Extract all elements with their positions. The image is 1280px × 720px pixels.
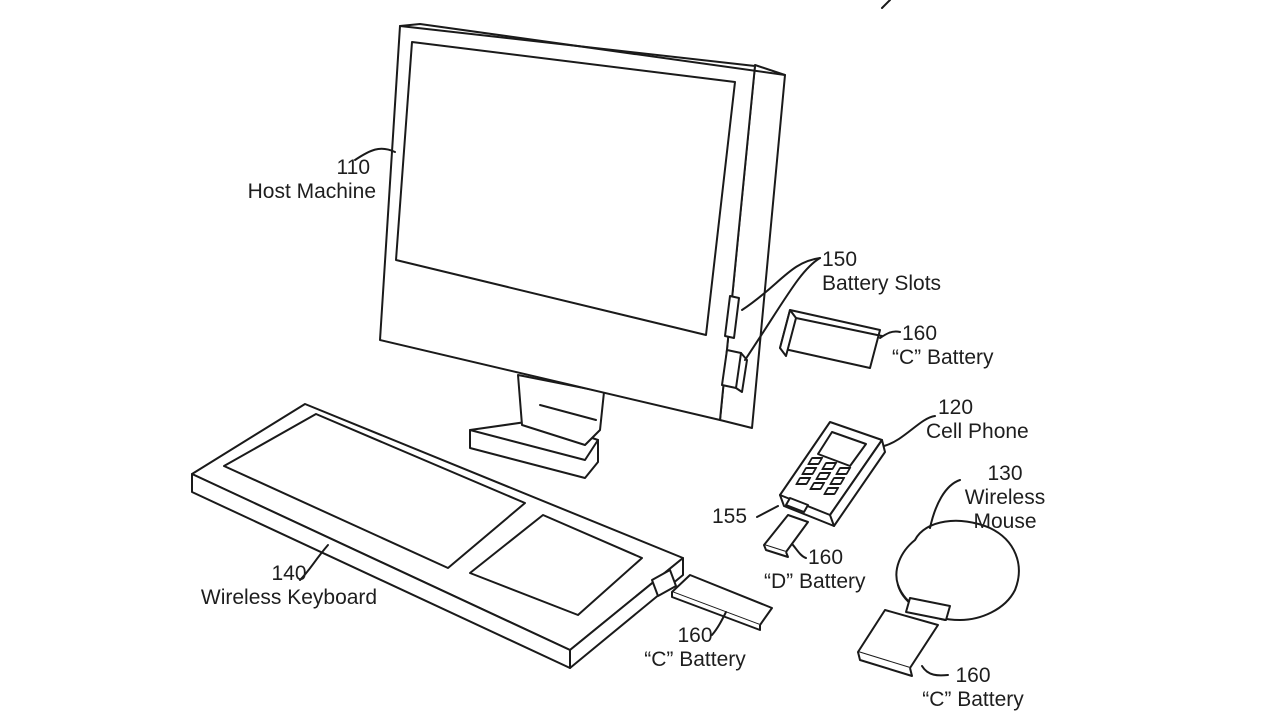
label-d-battery: 160 “D” Battery (764, 546, 866, 594)
leader-110 (354, 147, 396, 161)
label-c-battery-slot-number: 160 (902, 322, 938, 345)
label-wireless-mouse-number: 130 (987, 462, 1023, 485)
figure-arrow (881, 0, 891, 9)
label-d-battery-number: 160 (808, 546, 844, 569)
d-battery-drawing (763, 514, 809, 558)
c-battery-keyboard-drawing (671, 574, 773, 631)
leader-160-mouse (921, 665, 949, 677)
leader-130 (929, 479, 961, 529)
label-wireless-keyboard-text: Wireless Keyboard (200, 586, 378, 609)
label-c-battery-mouse-text: “C” Battery (922, 688, 1024, 711)
c-battery-monitor-drawing (779, 309, 883, 369)
label-c-battery-keyboard-text: “C” Battery (644, 648, 746, 671)
label-cell-phone: 120 Cell Phone (926, 396, 1029, 444)
label-phone-slot-number: 155 (712, 505, 748, 528)
label-c-battery-slot-text: “C” Battery (892, 346, 994, 369)
label-host-machine: 110 Host Machine (226, 156, 376, 204)
leader-155 (756, 505, 779, 518)
label-wireless-keyboard-number: 140 (271, 562, 307, 585)
label-c-battery-mouse: 160 “C” Battery (910, 664, 1036, 712)
c-battery-mouse-drawing (857, 609, 939, 677)
label-c-battery-slot: 160 “C” Battery (892, 322, 994, 370)
host-machine-drawing (379, 23, 786, 479)
leader-120 (883, 415, 936, 447)
wireless-mouse-drawing (895, 519, 1020, 621)
label-c-battery-keyboard-number: 160 (677, 624, 713, 647)
label-phone-slot: 155 (712, 505, 747, 529)
label-host-machine-text: Host Machine (247, 180, 376, 203)
label-battery-slots-text: Battery Slots (822, 272, 942, 295)
label-c-battery-keyboard: 160 “C” Battery (632, 624, 758, 672)
label-cell-phone-text: Cell Phone (926, 420, 1029, 443)
label-battery-slots-number: 150 (822, 248, 858, 271)
label-battery-slots: 150 Battery Slots (822, 248, 941, 296)
leader-150 (741, 257, 821, 311)
label-c-battery-mouse-number: 160 (955, 664, 991, 687)
leader-140 (299, 544, 329, 581)
label-wireless-mouse-text-2: Mouse (973, 510, 1037, 533)
label-wireless-mouse-text-1: Wireless (964, 486, 1046, 509)
label-d-battery-text: “D” Battery (764, 570, 866, 593)
label-wireless-mouse: 130 Wireless Mouse (950, 462, 1060, 534)
wireless-keyboard-drawing (191, 403, 684, 669)
label-wireless-keyboard: 140 Wireless Keyboard (184, 562, 394, 610)
leader-160-d (791, 543, 807, 559)
leader-160-a (879, 330, 901, 339)
label-cell-phone-number: 120 (938, 396, 974, 419)
label-host-machine-number: 110 (336, 156, 370, 179)
cell-phone-drawing (779, 421, 886, 527)
leader-160-kb (711, 611, 727, 636)
